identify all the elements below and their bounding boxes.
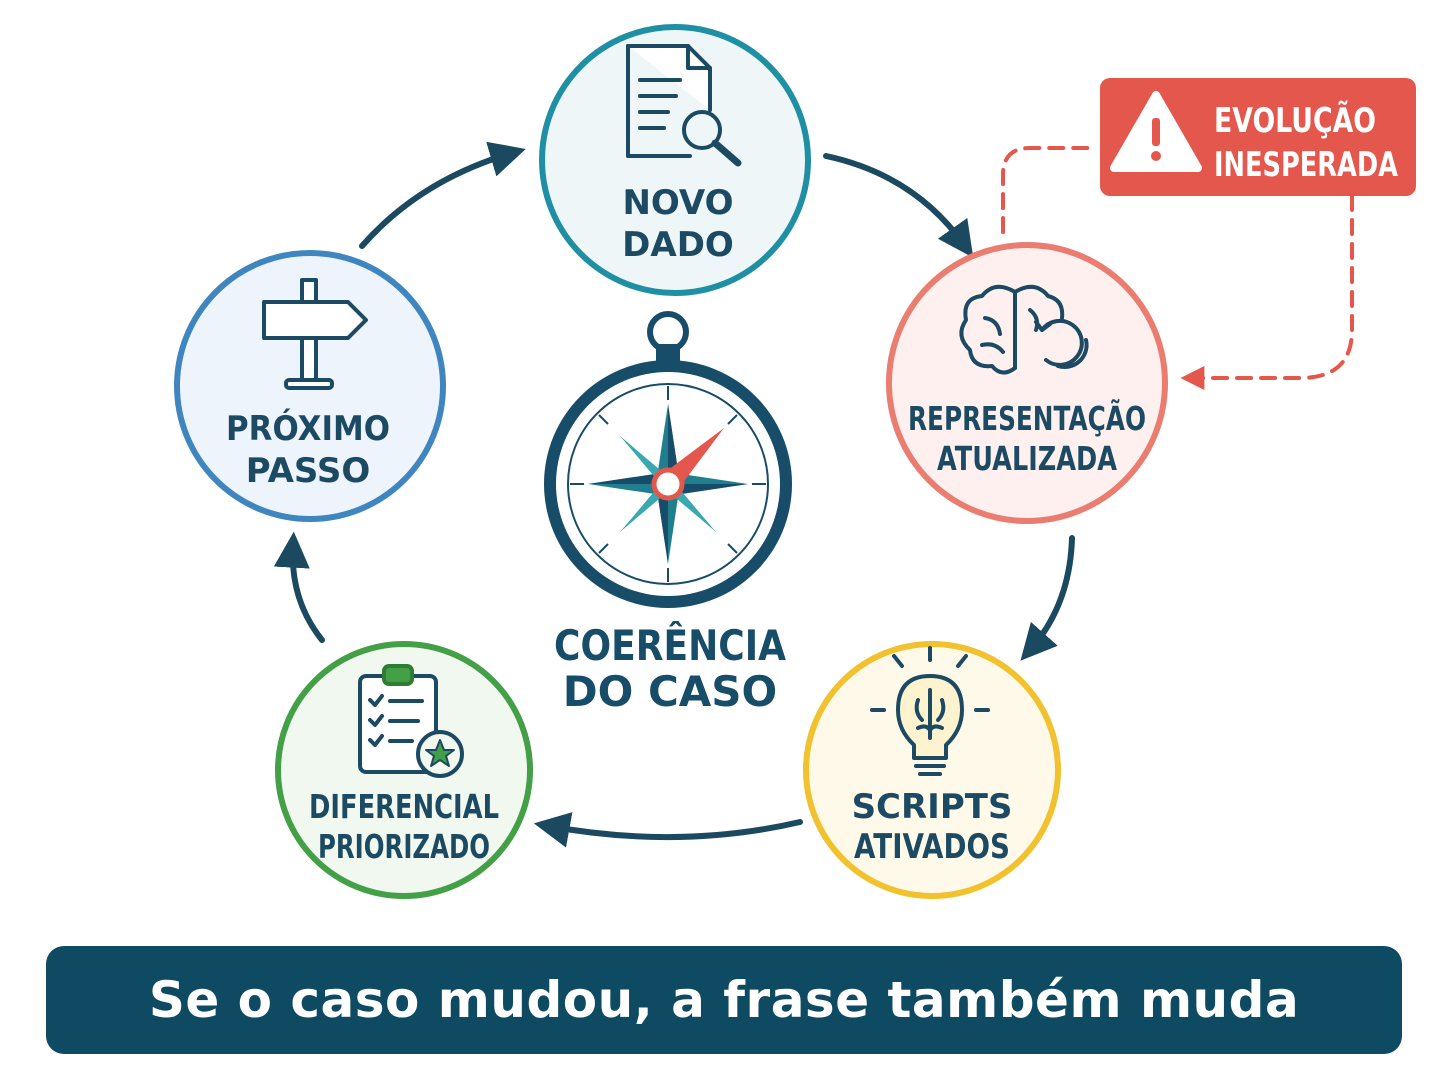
signpost-icon	[262, 278, 368, 390]
lightbulb-brain-icon	[870, 646, 990, 776]
clipboard-star-icon	[358, 664, 464, 778]
node-proximo-passo: PRÓXIMO PASSO	[174, 250, 446, 522]
node-novo-dado-line-1: NOVO	[622, 183, 733, 223]
center-line-1: COERÊNCIA	[554, 620, 786, 670]
node-diferencial-line-1: DIFERENCIAL	[309, 787, 499, 826]
unexpected-evolution-alert: EVOLUÇÃO INESPERADA	[1100, 78, 1416, 196]
node-novo-dado-line-2: DADO	[622, 225, 734, 265]
arrow-novo-to-representacao	[823, 153, 974, 258]
node-novo-dado: NOVO DADO	[539, 24, 811, 296]
node-proximo-line-1: PRÓXIMO	[226, 408, 390, 449]
center-line-2: DO CASO	[563, 667, 777, 716]
node-scripts-line-1: SCRIPTS	[852, 787, 1013, 827]
warning-icon	[1110, 91, 1202, 172]
arrow-diferencial-to-proximo	[273, 531, 325, 643]
node-representacao-line-1: REPRESENTAÇÃO	[908, 398, 1146, 438]
footer-text: Se o caso mudou, a frase também muda	[148, 971, 1300, 1029]
node-diferencial-line-2: PRIORIZADO	[318, 827, 490, 866]
arrow-representacao-to-scripts	[1020, 535, 1075, 661]
unexpected-evolution-path	[1001, 146, 1354, 390]
alert-line-2: INESPERADA	[1214, 145, 1399, 185]
brain-refresh-icon	[959, 284, 1089, 375]
arrow-proximo-to-novo	[359, 141, 526, 249]
alert-line-1: EVOLUÇÃO	[1214, 100, 1376, 141]
arrow-scripts-to-diferencial	[533, 812, 803, 848]
node-proximo-line-2: PASSO	[246, 451, 370, 491]
node-representacao-line-2: ATUALIZADA	[937, 439, 1117, 478]
node-representacao-atualizada: REPRESENTAÇÃO ATUALIZADA	[886, 242, 1168, 524]
node-scripts-line-2: ATIVADOS	[854, 827, 1010, 867]
footer-banner: Se o caso mudou, a frase também muda	[46, 946, 1402, 1054]
node-scripts-ativados: SCRIPTS ATIVADOS	[803, 641, 1061, 899]
document-search-icon	[626, 44, 742, 167]
cycle-arrows	[273, 141, 1075, 848]
compass-icon: COERÊNCIA DO CASO	[544, 311, 792, 716]
node-diferencial-priorizado: DIFERENCIAL PRIORIZADO	[275, 641, 533, 899]
